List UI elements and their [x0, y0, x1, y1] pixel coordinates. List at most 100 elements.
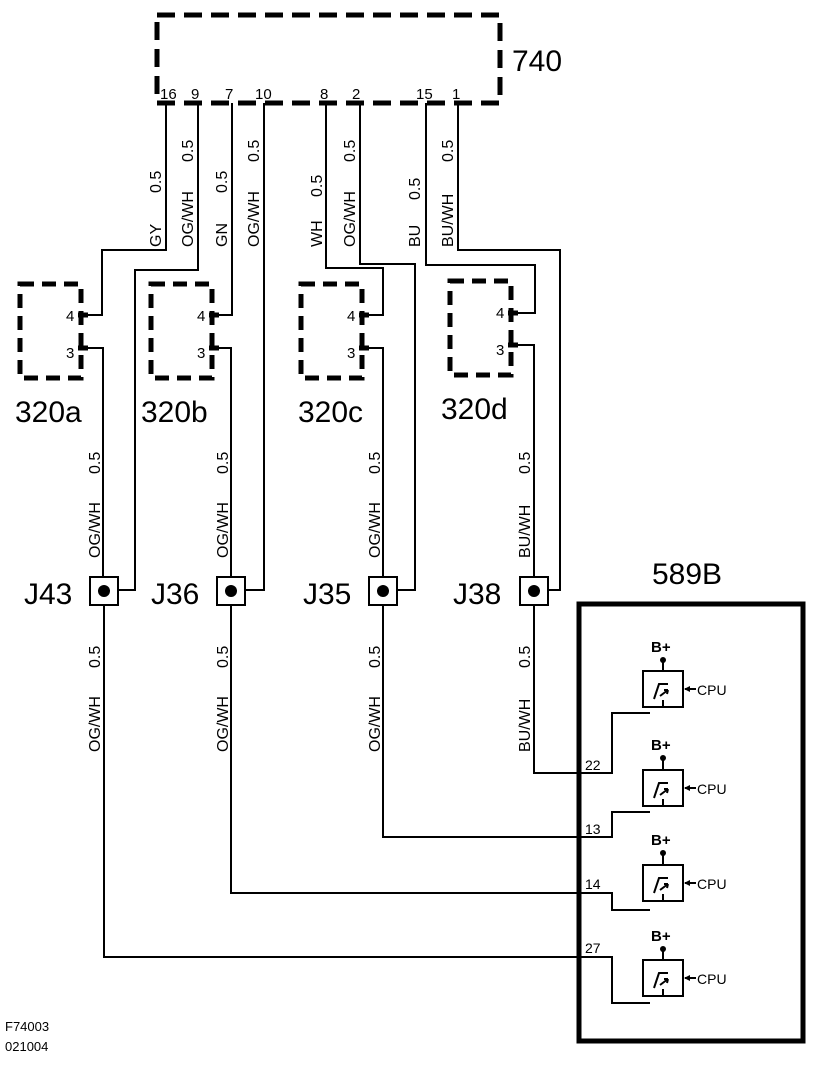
junction-j36-dot: [225, 585, 237, 597]
pin-740-7: 7: [225, 86, 233, 103]
sensor-320a: 4 3 320a: [15, 281, 88, 429]
wire-label-low-a-color: OG/WH: [87, 696, 104, 752]
driver-switch-icon: [653, 972, 669, 996]
pin-740-2: 2: [352, 86, 360, 103]
junction-j38-label: J38: [453, 578, 501, 611]
wire-label-low-b-color: OG/WH: [215, 696, 232, 752]
module-pin-22: 22: [585, 757, 601, 773]
junction-j43-dot: [98, 585, 110, 597]
driver-switch-icon: [653, 683, 669, 707]
bplus-label-13: B+: [651, 737, 671, 754]
wire-label-buwh-color: BU/WH: [440, 194, 457, 247]
cpu-arrowhead-icon: [684, 975, 690, 981]
sensor-320b-label: 320b: [141, 396, 208, 429]
wire-label-low-c-size: 0.5: [367, 646, 384, 668]
junction-j35-label: J35: [303, 578, 351, 611]
wire-label-ogwh1-size: 0.5: [180, 140, 197, 162]
pin-740-8: 8: [320, 86, 328, 103]
wire-label-gy-size: 0.5: [148, 171, 165, 193]
wire-label-mid-d-color: BU/WH: [517, 505, 534, 558]
wire-label-mid-b-color: OG/WH: [215, 502, 232, 558]
wire-320b-pin3: [217, 347, 232, 590]
sensor-320c-outline: [298, 281, 365, 381]
junction-j36-label: J36: [151, 578, 199, 611]
module-channel-27: 27 B+ CPU: [585, 928, 727, 997]
junction-j36: J36: [151, 576, 246, 611]
module-pin-14: 14: [585, 876, 601, 892]
sensor-320b: 4 3 320b: [141, 281, 219, 429]
cpu-label-13: CPU: [697, 781, 727, 797]
pin-740-10: 10: [255, 86, 272, 103]
wire-label-bu-color: BU: [407, 225, 424, 247]
junction-j35-dot: [377, 585, 389, 597]
wire-label-mid-a-color: OG/WH: [87, 502, 104, 558]
sensor-320d-label: 320d: [441, 393, 508, 426]
module-pin-13: 13: [585, 821, 601, 837]
junction-j38: J38: [453, 576, 549, 611]
module-pin-27: 27: [585, 940, 601, 956]
figure-id: F74003: [5, 1019, 49, 1034]
wire-320a-pin3: [86, 347, 104, 590]
sensor-320d: 4 3 320d: [441, 278, 518, 426]
pin-740-16: 16: [160, 86, 177, 103]
wire-label-mid-d-size: 0.5: [517, 452, 534, 474]
wire-label-mid-a-size: 0.5: [87, 452, 104, 474]
wire-label-bu-size: 0.5: [407, 178, 424, 200]
wire-label-ogwh2-color: OG/WH: [246, 191, 263, 247]
sensor-320c: 4 3 320c: [298, 281, 369, 429]
cpu-label-14: CPU: [697, 876, 727, 892]
cpu-label-27: CPU: [697, 971, 727, 987]
wire-j38-to-22: [533, 605, 650, 774]
wire-label-mid-b-size: 0.5: [215, 452, 232, 474]
module-channel-22: 22 B+ CPU: [585, 639, 727, 773]
wire-label-low-b-size: 0.5: [215, 646, 232, 668]
module-channel-14: 14 B+ CPU: [585, 832, 727, 902]
sensor-320b-outline: [148, 281, 215, 381]
sensor-320b-pin-3: 3: [197, 345, 205, 362]
sensor-320c-label: 320c: [298, 396, 363, 429]
wire-og-wh-c: [359, 103, 416, 591]
module-589b-label: 589B: [652, 558, 722, 591]
module-channel-13: 13 B+ CPU: [585, 737, 727, 837]
wire-wh: [325, 103, 384, 316]
cpu-arrowhead-icon: [684, 880, 690, 886]
sensor-320c-pin-4: 4: [347, 308, 355, 325]
wire-label-wh-size: 0.5: [309, 175, 326, 197]
date-code: 021004: [5, 1039, 48, 1054]
wire-label-ogwh1-color: OG/WH: [180, 191, 197, 247]
sensor-320d-pin-4: 4: [496, 305, 504, 322]
wire-label-ogwh3-color: OG/WH: [342, 191, 359, 247]
wire-label-gy-color: GY: [148, 224, 165, 247]
connector-740-label: 740: [512, 45, 562, 78]
wire-label-gn-color: GN: [214, 223, 231, 247]
wire-j36-to-14: [230, 605, 650, 911]
junction-j43: J43: [24, 576, 119, 611]
driver-switch-icon: [653, 782, 669, 806]
wire-og-wh-a: [112, 103, 199, 591]
sensor-320d-outline: [447, 278, 514, 378]
cpu-arrowhead-icon: [684, 785, 690, 791]
junction-j38-dot: [528, 585, 540, 597]
sensor-320a-pin-4: 4: [66, 308, 74, 325]
wire-320d-pin3: [516, 344, 535, 590]
wire-label-buwh-size: 0.5: [440, 140, 457, 162]
junction-j35: J35: [303, 576, 398, 611]
wires-mid: [86, 344, 535, 590]
junction-j43-label: J43: [24, 578, 72, 611]
wire-label-gn-size: 0.5: [214, 171, 231, 193]
wire-bu: [425, 103, 536, 314]
wire-label-wh-color: WH: [309, 220, 326, 247]
wire-label-low-d-size: 0.5: [517, 646, 534, 668]
sensor-320c-pin-3: 3: [347, 345, 355, 362]
sensor-320b-pin-4: 4: [197, 308, 205, 325]
pin-740-9: 9: [191, 86, 199, 103]
wires-low: [103, 605, 650, 1004]
sensor-320a-pin-3: 3: [66, 345, 74, 362]
cpu-label-22: CPU: [697, 682, 727, 698]
wire-bu-wh: [457, 103, 561, 591]
cpu-arrowhead-icon: [684, 686, 690, 692]
wire-label-mid-c-size: 0.5: [367, 452, 384, 474]
wire-gy: [86, 103, 167, 316]
wires-top: [86, 103, 561, 591]
